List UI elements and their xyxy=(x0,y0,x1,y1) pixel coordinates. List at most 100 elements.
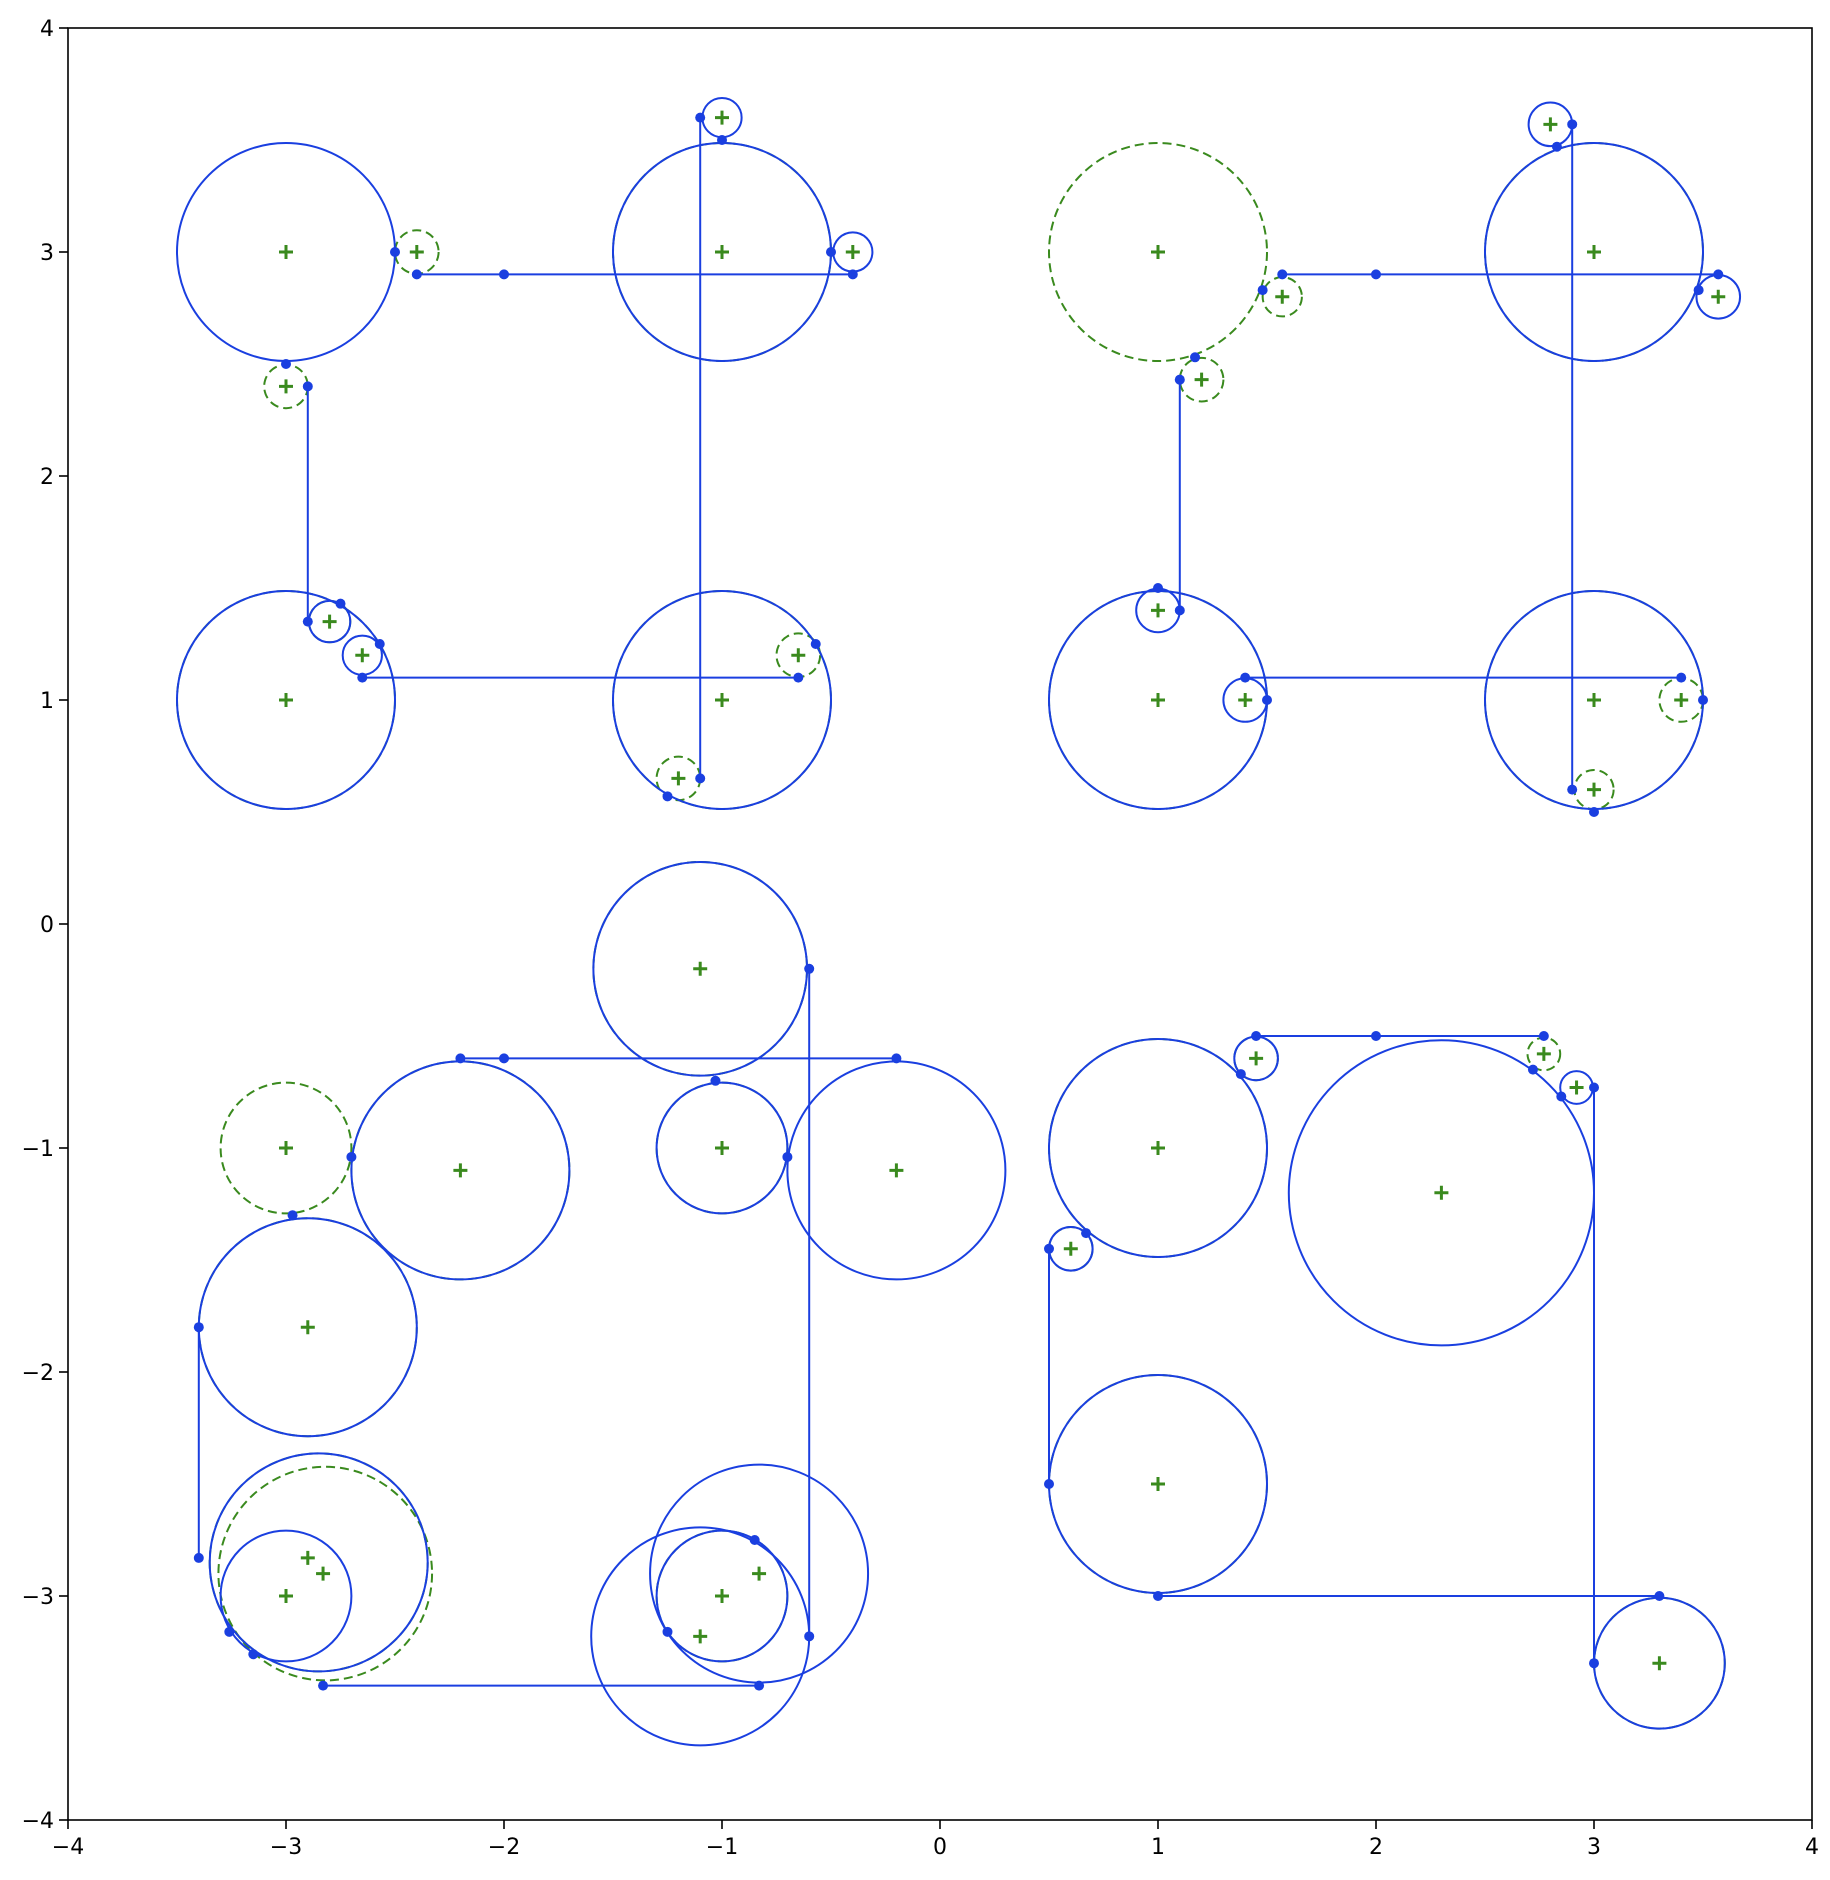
path-point xyxy=(1589,1082,1599,1093)
x-tick-label: −1 xyxy=(706,1835,738,1860)
path-point xyxy=(411,269,422,280)
center-marker xyxy=(1652,1656,1667,1671)
center-marker xyxy=(279,1141,293,1155)
path-point xyxy=(1081,1228,1092,1239)
path-point xyxy=(1371,1031,1381,1041)
center-marker xyxy=(715,1141,729,1155)
center-marker xyxy=(279,1589,293,1603)
center-marker xyxy=(715,693,729,707)
center-marker xyxy=(300,1550,315,1565)
center-marker xyxy=(693,1629,708,1644)
center-marker xyxy=(279,379,293,394)
center-marker xyxy=(453,1163,468,1178)
center-marker xyxy=(845,245,860,259)
plot-frame xyxy=(67,27,1813,1821)
center-marker xyxy=(1151,693,1165,707)
x-tick-label: 2 xyxy=(1369,1835,1383,1860)
path-point xyxy=(717,135,727,145)
path-point xyxy=(695,773,706,784)
y-tick-label: 1 xyxy=(40,689,54,714)
center-marker xyxy=(279,245,293,259)
center-marker xyxy=(1587,693,1601,707)
y-tick-label: −4 xyxy=(22,1809,54,1834)
path-point xyxy=(1240,672,1251,683)
solid-circle xyxy=(208,1452,429,1673)
y-tick-label: −1 xyxy=(22,1137,54,1162)
center-marker xyxy=(693,961,708,976)
solid-circle xyxy=(176,590,396,810)
x-tick-label: 1 xyxy=(1151,1835,1165,1860)
path-point xyxy=(804,963,815,974)
center-marker xyxy=(355,648,370,663)
center-marker xyxy=(671,771,686,786)
path-point xyxy=(1693,285,1704,296)
y-tick-label: 2 xyxy=(40,465,54,490)
x-tick-label: −4 xyxy=(52,1835,84,1860)
path-point xyxy=(281,359,291,369)
y-tick-label: −3 xyxy=(22,1585,54,1610)
center-marker xyxy=(1434,1185,1449,1200)
x-tick-label: 4 xyxy=(1805,1835,1819,1860)
path-point xyxy=(346,1151,357,1162)
path-point xyxy=(662,791,673,802)
center-marker xyxy=(1151,603,1165,618)
path-point xyxy=(499,269,509,280)
center-marker xyxy=(1569,1080,1584,1095)
path-point xyxy=(1527,1064,1538,1075)
center-marker xyxy=(300,1320,315,1335)
path-point xyxy=(357,672,368,683)
solid-circle xyxy=(655,1529,789,1663)
dashed-circle xyxy=(219,1081,353,1215)
y-tick-label: −2 xyxy=(22,1361,54,1386)
path-point xyxy=(891,1053,902,1064)
center-marker xyxy=(1587,245,1601,259)
path-point xyxy=(1713,269,1724,280)
y-tick-label: 3 xyxy=(40,241,54,266)
path-point xyxy=(1676,672,1687,683)
path-point xyxy=(1277,269,1288,280)
path-point xyxy=(1567,119,1578,130)
center-marker xyxy=(752,1566,767,1581)
dashed-circle xyxy=(217,1465,434,1682)
path-point xyxy=(302,381,313,392)
path-point xyxy=(1251,1031,1262,1041)
dashed-circle xyxy=(208,1452,429,1673)
center-marker xyxy=(715,110,729,125)
center-marker xyxy=(1151,1141,1165,1155)
path-point xyxy=(1654,1591,1665,1601)
path-point xyxy=(374,639,385,649)
center-marker xyxy=(1711,289,1726,304)
path-point xyxy=(224,1626,235,1637)
path-point xyxy=(749,1535,760,1545)
path-point xyxy=(1153,1591,1163,1601)
path-point xyxy=(793,672,804,683)
path-point xyxy=(1538,1031,1549,1041)
x-tick-label: −2 xyxy=(488,1835,520,1860)
path-point xyxy=(782,1151,793,1162)
path-point xyxy=(826,247,836,257)
path-point xyxy=(1257,285,1268,296)
center-marker xyxy=(1543,117,1558,132)
path-point xyxy=(1698,695,1708,705)
solid-circle xyxy=(1484,142,1704,362)
center-marker xyxy=(1238,693,1253,707)
path-point xyxy=(754,1680,765,1691)
center-marker xyxy=(715,1589,729,1603)
path-point xyxy=(193,1322,204,1333)
path-point xyxy=(1371,269,1381,280)
center-marker xyxy=(316,1566,331,1581)
x-tick-label: 3 xyxy=(1587,1835,1601,1860)
center-marker xyxy=(715,245,729,259)
solid-circle xyxy=(655,1081,789,1215)
path-point xyxy=(804,1631,815,1642)
path-point xyxy=(1153,583,1163,593)
path-point xyxy=(710,1075,721,1086)
center-marker xyxy=(1536,1046,1551,1061)
center-marker xyxy=(1151,245,1165,259)
path-point xyxy=(1262,695,1272,705)
path-point xyxy=(1190,352,1201,363)
path-point xyxy=(248,1649,259,1660)
center-marker xyxy=(322,614,337,629)
path-point xyxy=(695,112,706,123)
